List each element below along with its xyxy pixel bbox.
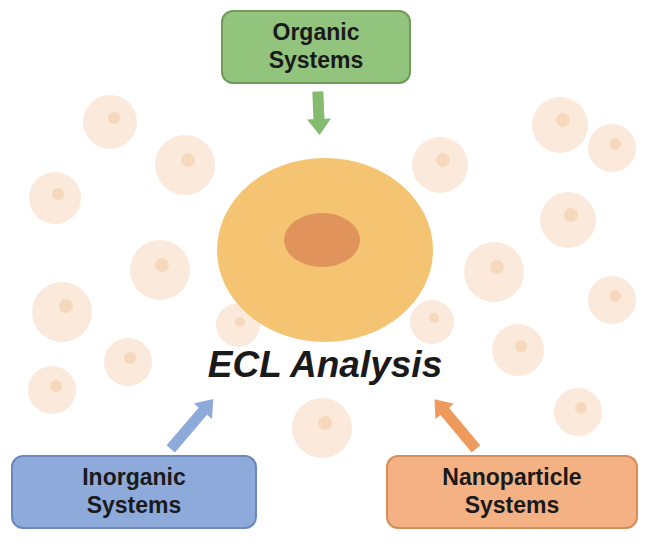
inorganic-box: Inorganic Systems xyxy=(11,455,257,529)
block-arrow xyxy=(171,410,204,449)
arrow-head xyxy=(307,119,331,135)
node-label: Nanoparticle Systems xyxy=(422,464,602,519)
background-cells xyxy=(28,95,636,458)
block-arrow xyxy=(318,92,319,121)
main-cell xyxy=(217,158,433,342)
background-nuclei xyxy=(50,112,621,430)
main-nucleus xyxy=(284,213,360,267)
node-label: ECL Analysis xyxy=(208,343,442,387)
node-label: Organic Systems xyxy=(241,19,391,74)
arrow-head xyxy=(434,399,453,419)
ecl-analysis-node: ECL Analysis xyxy=(175,143,475,393)
nanoparticle-box: Nanoparticle Systems xyxy=(386,455,638,529)
node-label: Inorganic Systems xyxy=(49,464,219,519)
block-arrow xyxy=(443,410,476,449)
arrow-head xyxy=(194,399,214,419)
organic-box: Organic Systems xyxy=(221,10,411,83)
